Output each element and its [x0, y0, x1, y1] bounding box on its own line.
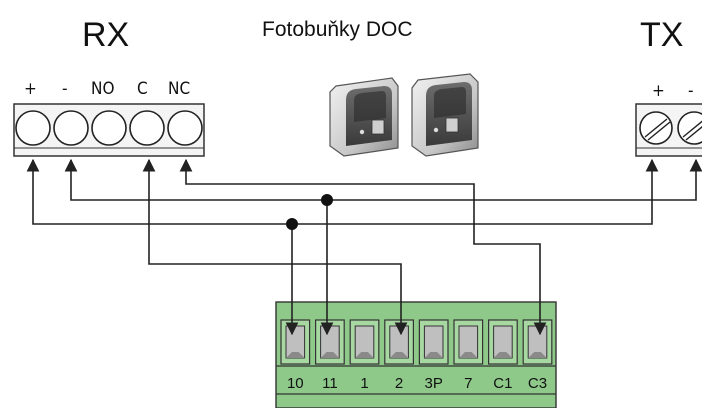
- terminal-label-c3: C3: [528, 375, 547, 392]
- rx-label: RX: [82, 16, 129, 54]
- terminal-label-11: 11: [322, 375, 338, 392]
- terminal-label-2: 2: [395, 375, 403, 392]
- tx-pin-label-minus: -: [688, 81, 694, 101]
- wires: [26, 158, 702, 336]
- rx-pin-label-plus: +: [24, 79, 37, 99]
- terminal-label-3p: 3P: [425, 375, 443, 392]
- rx-terminal-block: [13, 103, 205, 157]
- rx-screw-minus: [53, 110, 89, 146]
- rx-pin-label-minus: -: [62, 79, 68, 99]
- terminal-label-7: 7: [464, 375, 472, 392]
- rx-pin-label-nc: NC: [168, 79, 190, 99]
- terminal-label-10: 10: [287, 375, 304, 392]
- photocell-transmitter-icon: [411, 73, 479, 157]
- terminal-label-c1: C1: [493, 375, 512, 392]
- wire-rx-plus-tx-plus: [26, 158, 659, 225]
- rx-screw-no: [91, 110, 127, 146]
- terminal-label-1: 1: [360, 375, 368, 392]
- wire-rx-minus-tx-minus: [64, 158, 702, 201]
- diagram-title: Fotobuňky DOC: [262, 18, 413, 41]
- rx-screw-nc: [167, 110, 203, 146]
- rx-screw-c: [129, 110, 165, 146]
- rx-screw-plus: [15, 110, 51, 146]
- rx-pin-label-c: C: [137, 79, 148, 99]
- tx-label: TX: [640, 16, 683, 54]
- tx-screw-minus: [677, 111, 702, 145]
- wire-rx-nc-terminal-c3: [179, 158, 547, 336]
- tx-terminal-block: [635, 103, 702, 157]
- junction-dot-plus: [286, 218, 298, 230]
- tx-pin-label-plus: +: [652, 81, 665, 101]
- photocell-receiver-icon: [329, 77, 399, 157]
- junction-dot-minus: [321, 194, 333, 206]
- rx-pin-label-no: NO: [91, 79, 114, 99]
